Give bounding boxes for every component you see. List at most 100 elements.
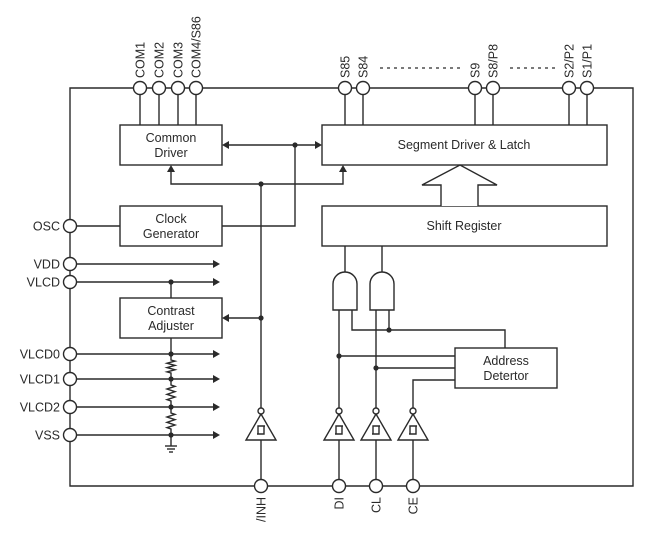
arrow-head xyxy=(213,260,220,268)
clock-generator-label-1: Clock xyxy=(155,212,187,226)
arrow-head xyxy=(339,165,347,172)
bus-arrow-icon xyxy=(421,164,498,206)
address-detector-label-2: Detertor xyxy=(483,369,528,383)
pin-com1: COM1 xyxy=(132,42,148,125)
ground-icon xyxy=(165,435,177,453)
contrast-adjuster-label-1: Contrast xyxy=(147,304,195,318)
pin-label: COM3 xyxy=(172,42,186,78)
arrow-head xyxy=(213,403,220,411)
pin-terminal xyxy=(337,80,353,96)
pin-terminal xyxy=(253,478,269,494)
pin-terminal xyxy=(561,80,577,96)
pin-terminal xyxy=(62,371,78,387)
pin-terminal xyxy=(579,80,595,96)
pin-label: CL xyxy=(370,497,384,513)
segment-driver-label: Segment Driver & Latch xyxy=(398,138,531,152)
pin-terminal xyxy=(62,274,78,290)
address-detector-block: Address Detertor xyxy=(454,347,558,389)
pin-terminal xyxy=(62,346,78,362)
pin-label: VLCD2 xyxy=(20,401,60,415)
pin-label: /INH xyxy=(255,497,269,522)
pin-s2-p2: S2/P2 xyxy=(561,44,577,125)
junction-dot xyxy=(168,279,174,285)
pin-vss: VSS xyxy=(35,427,220,443)
contrast-adjuster-label-2: Adjuster xyxy=(148,319,194,333)
and-gate-icon xyxy=(332,246,358,311)
arrow-head xyxy=(213,350,220,358)
pin-label: S85 xyxy=(339,56,353,78)
common-driver-block: Common Driver xyxy=(119,124,223,166)
and-gate-icon xyxy=(369,246,395,311)
inh-bus-wire xyxy=(170,171,344,185)
pin-label: VLCD xyxy=(27,276,60,290)
pin-label: CE xyxy=(407,497,421,514)
pin-label: DI xyxy=(333,497,347,510)
pin-inh: /INH xyxy=(244,407,278,522)
pin-s84: S84 xyxy=(355,56,371,125)
pin-terminal xyxy=(62,399,78,415)
clock-generator-block: Clock Generator xyxy=(119,205,223,247)
pin-terminal xyxy=(331,478,347,494)
contrast-adjuster-block: Contrast Adjuster xyxy=(119,297,223,339)
junction-dot xyxy=(373,365,379,371)
arrow-head xyxy=(167,165,175,172)
pin-label: VDD xyxy=(34,258,60,272)
address-detector-label-1: Address xyxy=(483,354,529,368)
address-out-wire xyxy=(351,310,506,348)
pin-cl: CL xyxy=(359,407,393,513)
pin-ce: CE xyxy=(396,407,430,514)
pin-s9: S9 xyxy=(467,63,483,125)
pin-label: VLCD0 xyxy=(20,348,60,362)
common-driver-label-1: Common xyxy=(146,131,197,145)
pin-label: S9 xyxy=(469,63,483,78)
pin-vlcd1: VLCD1 xyxy=(20,371,220,387)
shift-register-block: Shift Register xyxy=(321,205,608,247)
pin-terminal xyxy=(188,80,204,96)
pin-terminal xyxy=(151,80,167,96)
arrow-head xyxy=(222,141,229,149)
clock-wire xyxy=(222,145,296,227)
arrow-head xyxy=(222,314,229,322)
schmitt-trigger-inverter-icon xyxy=(244,407,278,441)
pin-terminal xyxy=(485,80,501,96)
pin-vlcd2: VLCD2 xyxy=(20,399,220,415)
pin-com2: COM2 xyxy=(151,42,167,125)
pin-terminal xyxy=(355,80,371,96)
ce-address-wire xyxy=(412,379,455,408)
arrow-head xyxy=(315,141,322,149)
clock-generator-label-2: Generator xyxy=(143,227,199,241)
pin-label: COM1 xyxy=(134,42,148,78)
pin-terminal xyxy=(62,427,78,443)
arrow-head xyxy=(213,278,220,286)
resistor-icon xyxy=(164,407,178,435)
pin-s8-p8: S8/P8 xyxy=(485,44,501,125)
junction-dot xyxy=(386,327,392,333)
resistor-icon xyxy=(164,354,178,379)
pin-osc: OSC xyxy=(33,218,120,234)
arrow-head xyxy=(213,431,220,439)
pin-vlcd0: VLCD0 xyxy=(20,346,220,362)
pin-com3: COM3 xyxy=(170,42,186,125)
pin-label: S2/P2 xyxy=(563,44,577,78)
pin-label: S1/P1 xyxy=(581,44,595,78)
pin-vlcd: VLCD xyxy=(27,274,220,290)
pin-terminal xyxy=(62,218,78,234)
arrow-head xyxy=(213,375,220,383)
pin-di: DI xyxy=(322,407,356,510)
pin-s85: S85 xyxy=(337,56,353,125)
pin-terminal xyxy=(170,80,186,96)
pin-com4-s86: COM4/S86 xyxy=(188,16,204,125)
pin-label: S8/P8 xyxy=(487,44,501,78)
pin-label: S84 xyxy=(357,56,371,78)
pin-label: VLCD1 xyxy=(20,373,60,387)
resistor-icon xyxy=(164,379,178,407)
segment-driver-block: Segment Driver & Latch xyxy=(321,124,608,166)
pin-label: VSS xyxy=(35,429,60,443)
pin-terminal xyxy=(467,80,483,96)
schmitt-trigger-inverter-icon xyxy=(396,407,430,441)
pin-vdd: VDD xyxy=(34,256,220,272)
shift-register-label: Shift Register xyxy=(426,219,501,233)
pin-terminal xyxy=(132,80,148,96)
pin-s1-p1: S1/P1 xyxy=(579,44,595,125)
